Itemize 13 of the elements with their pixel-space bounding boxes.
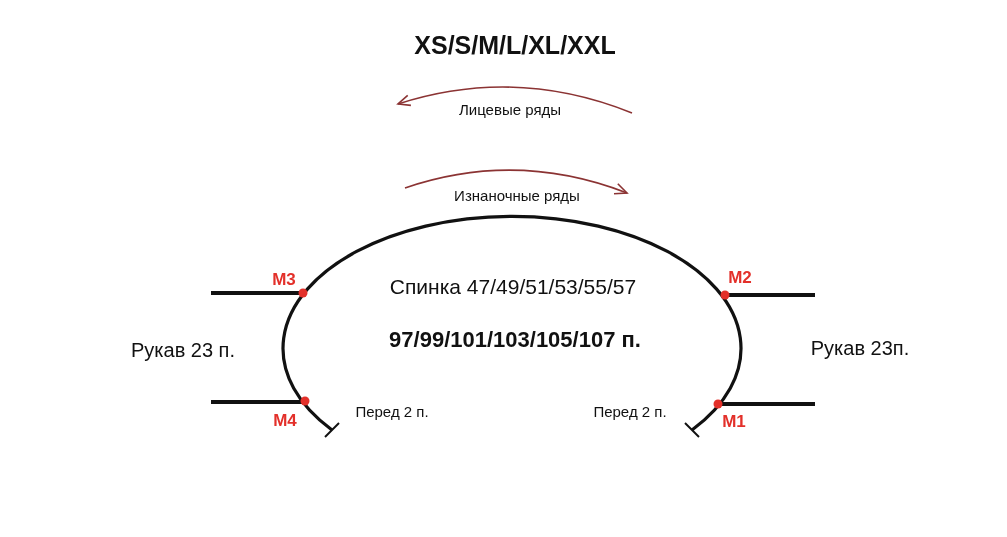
row-direction-label: Изнаночные ряды xyxy=(454,187,580,205)
marker-label: М3 xyxy=(272,270,296,290)
front-label: Перед 2 п. xyxy=(593,403,667,421)
piece-label: Спинка 47/49/51/53/55/57 xyxy=(389,274,637,300)
marker-label: М2 xyxy=(728,268,752,288)
stitch-count-label: 97/99/101/103/105/107 п. xyxy=(389,327,641,353)
row-direction-label: Лицевые ряды xyxy=(458,101,562,119)
front-label: Перед 2 п. xyxy=(355,403,429,421)
sleeve-label: Рукав 23п. xyxy=(810,336,910,360)
marker-label: М1 xyxy=(722,412,746,432)
diagram-title: XS/S/M/L/XL/XXL xyxy=(414,30,616,60)
sleeve-label: Рукав 23 п. xyxy=(131,338,235,362)
marker-label: М4 xyxy=(273,411,297,431)
